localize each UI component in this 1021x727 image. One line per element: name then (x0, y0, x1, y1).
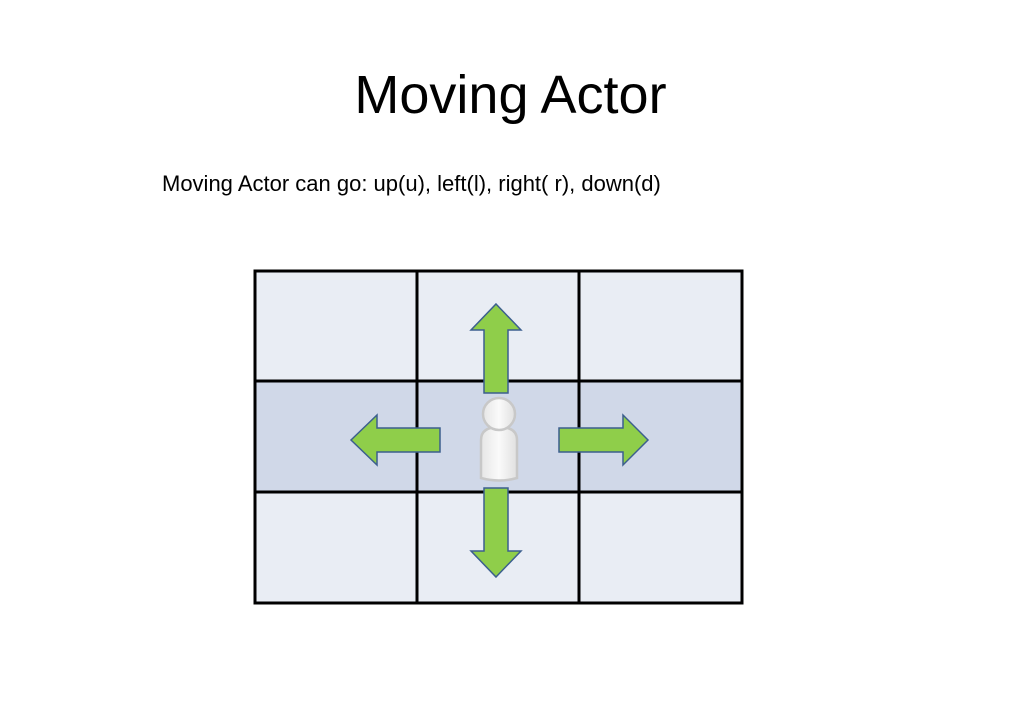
grid-cell (579, 492, 742, 603)
person-icon (479, 396, 519, 482)
arrow-left-icon (349, 413, 441, 467)
grid-cell (255, 271, 417, 381)
actor-body (479, 425, 519, 482)
direction-arrows (349, 302, 650, 579)
arrow-up-icon (469, 302, 523, 394)
grid-cell (255, 492, 417, 603)
grid-cell (579, 271, 742, 381)
arrow-down-icon (469, 487, 523, 579)
grid-border (253, 269, 744, 605)
arrow-right-icon (558, 413, 650, 467)
slide-description: Moving Actor can go: up(u), left(l), rig… (162, 171, 661, 196)
slide-title: Moving Actor (354, 65, 667, 125)
actor-head (481, 396, 517, 432)
